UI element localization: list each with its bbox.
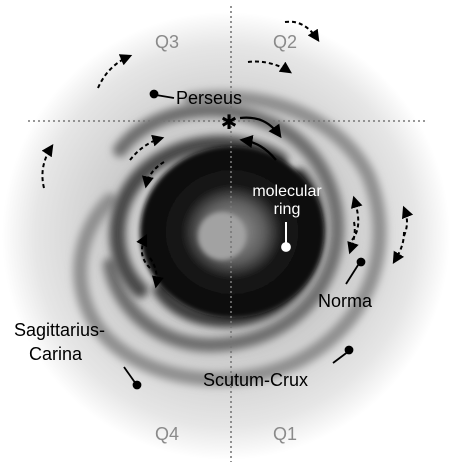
- sun-arrow: [239, 116, 282, 139]
- motion-arrows: [41, 20, 414, 289]
- quadrant-label-q2: Q2: [273, 32, 297, 52]
- motion-arrow: [149, 257, 164, 289]
- motion-arrow: [284, 20, 320, 42]
- motion-arrow: [247, 60, 292, 74]
- label-ring: ring: [274, 201, 301, 218]
- galactic-bar-center: [198, 212, 246, 260]
- quadrant-label-q1: Q1: [273, 424, 297, 444]
- motion-arrow: [129, 134, 165, 161]
- motion-arrow: [97, 54, 133, 89]
- motion-arrow: [142, 161, 165, 189]
- motion-arrow: [136, 233, 151, 269]
- label-scutum-crux: Scutum-Crux: [203, 370, 308, 390]
- pointer-dot: [356, 257, 366, 267]
- sun-symbol: ✱: [221, 110, 238, 134]
- pointer-dot: [132, 380, 142, 390]
- quadrant-label-q3: Q3: [155, 32, 179, 52]
- arm-pointers: [123, 89, 366, 390]
- label-norma: Norma: [318, 291, 373, 311]
- pointer-dot: [344, 345, 354, 355]
- label-molecular: molecular: [252, 183, 322, 200]
- sun-arrows: [239, 116, 282, 161]
- motion-arrow: [392, 231, 405, 265]
- sun-arrow: [239, 134, 277, 161]
- mid-arm: [103, 103, 345, 353]
- pointer-dot: [149, 89, 159, 99]
- label-sagittarius: Sagittarius-: [14, 320, 105, 340]
- label-perseus: Perseus: [176, 88, 242, 108]
- outer-arm: [73, 90, 387, 387]
- pointer-dot: [281, 242, 291, 252]
- quadrant-label-q4: Q4: [155, 424, 179, 444]
- motion-arrow: [347, 221, 359, 255]
- motion-arrow: [41, 144, 54, 189]
- label-carina: Carina: [29, 344, 83, 364]
